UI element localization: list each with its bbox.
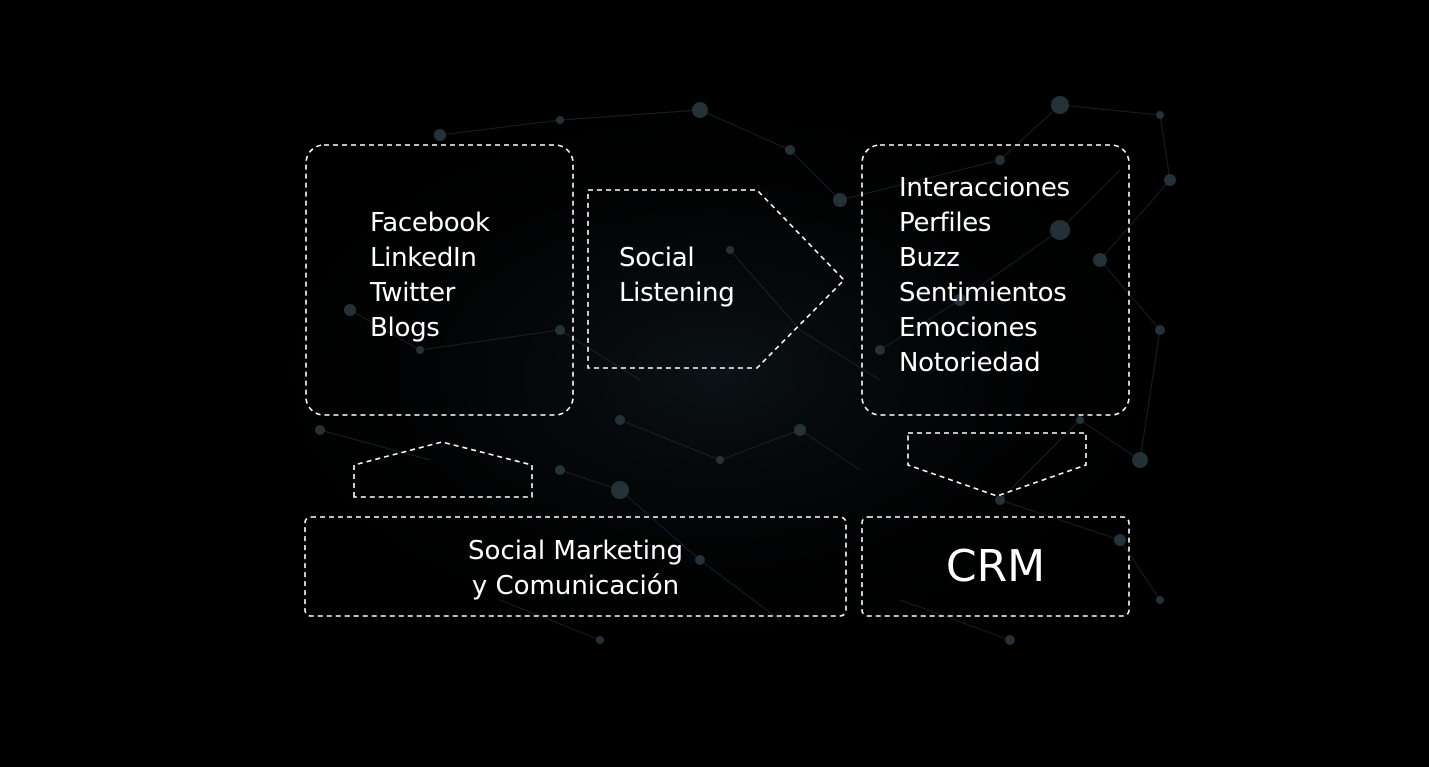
listening-line-1: Social xyxy=(619,243,695,273)
source-linkedin: LinkedIn xyxy=(370,243,477,273)
crm-box xyxy=(861,516,1130,617)
insight-sentimientos: Sentimientos xyxy=(899,278,1067,308)
insight-interacciones: Interacciones xyxy=(899,173,1070,203)
source-twitter: Twitter xyxy=(370,278,456,308)
arrow-up-to-sources xyxy=(353,441,533,498)
listening-line-2: Listening xyxy=(619,278,735,308)
listening-arrow-right xyxy=(587,189,846,369)
source-blogs: Blogs xyxy=(370,313,440,343)
source-facebook: Facebook xyxy=(370,208,490,238)
insight-perfiles: Perfiles xyxy=(899,208,992,238)
insight-buzz: Buzz xyxy=(899,243,960,273)
crm-label: CRM xyxy=(945,541,1046,592)
insight-notoriedad: Notoriedad xyxy=(899,348,1041,378)
marketing-line-1: Social Marketing xyxy=(468,536,683,566)
arrow-down-to-crm xyxy=(907,432,1087,497)
marketing-line-2: y Comunicación xyxy=(471,571,680,601)
marketing-box xyxy=(304,516,847,617)
insight-emociones: Emociones xyxy=(899,313,1038,343)
